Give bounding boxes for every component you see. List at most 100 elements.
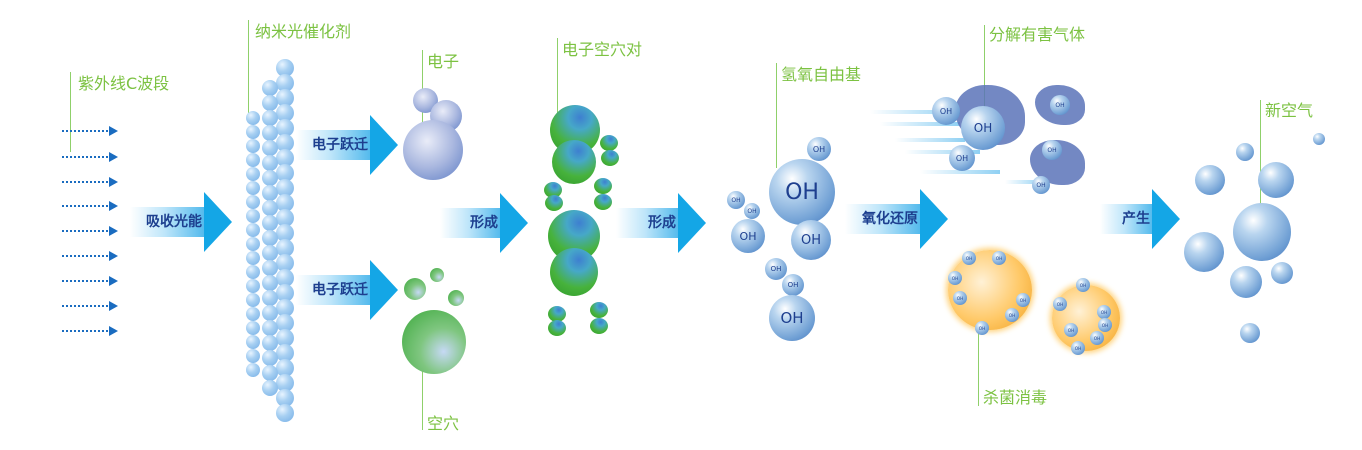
oh-radical-icon: OH [1050, 95, 1070, 115]
fresh-air-bubble [1258, 162, 1294, 198]
catalyst-particle [276, 299, 294, 317]
catalyst-particle [276, 149, 294, 167]
label-sterilize: 杀菌消毒 [983, 388, 1048, 407]
oh-text: OH [739, 229, 757, 243]
catalyst-particle [276, 119, 294, 137]
oh-text: OH [785, 179, 819, 205]
electron-hole-pair [548, 320, 566, 336]
arrow-label: 电子跃迁 [312, 282, 368, 298]
catalyst-particle [276, 389, 294, 407]
electron-particle [403, 120, 463, 180]
catalyst-particle [262, 275, 278, 291]
catalyst-particle [246, 209, 260, 223]
arrow-label: 氧化还原 [862, 211, 918, 227]
label-decompose: 分解有害气体 [989, 25, 1086, 44]
arrow-absorb: 吸收光能 [130, 192, 232, 252]
catalyst-particle [262, 260, 278, 276]
electron-hole-pair [590, 318, 608, 334]
oh-text: OH [1056, 301, 1064, 307]
uv-ray-icon [62, 226, 118, 236]
oh-text: OH [800, 232, 821, 248]
arrow-transition-bottom: 电子跃迁 [296, 260, 398, 320]
catalyst-particle [262, 305, 278, 321]
oh-radical-icon: OH [1071, 341, 1085, 355]
hole-particle [448, 290, 464, 306]
catalyst-particle [276, 374, 294, 392]
hole-particle [404, 278, 426, 300]
catalyst-particle [276, 209, 294, 227]
oh-radical-icon: OH [1005, 308, 1019, 322]
uv-ray-icon [62, 177, 118, 187]
oh-radical-icon: OH [727, 191, 745, 209]
oh-text: OH [995, 255, 1003, 261]
uv-ray-icon [62, 301, 118, 311]
fresh-air-bubble [1195, 165, 1225, 195]
oh-radical-icon: OH [782, 274, 804, 296]
electron-hole-pair [601, 150, 619, 166]
oh-text: OH [951, 275, 959, 281]
oh-text: OH [1093, 335, 1101, 341]
uv-ray-icon [62, 251, 118, 261]
uv-ray-icon [62, 276, 118, 286]
oh-radical-icon: OH [1064, 323, 1078, 337]
arrow-head-icon [370, 115, 398, 175]
catalyst-particle [276, 254, 294, 272]
catalyst-particle [276, 239, 294, 257]
arrow-label: 形成 [648, 215, 676, 231]
catalyst-particle [262, 155, 278, 171]
catalyst-particle [276, 89, 294, 107]
catalyst-particle [246, 223, 260, 237]
hole-particle [430, 268, 444, 282]
fresh-air-bubble [1230, 266, 1262, 298]
oh-text: OH [1008, 312, 1016, 318]
catalyst-particle [276, 404, 294, 422]
electron-hole-pair [548, 306, 566, 322]
catalyst-particle [276, 194, 294, 212]
catalyst-particle [262, 245, 278, 261]
fresh-air-bubble [1271, 262, 1293, 284]
oh-radical-icon: OH [953, 291, 967, 305]
catalyst-particle [262, 125, 278, 141]
catalyst-particle [262, 110, 278, 126]
leader-line [70, 72, 71, 152]
oh-radical-icon: OH [1098, 318, 1112, 332]
oh-radical-icon: OH [1090, 331, 1104, 345]
fresh-air-bubble [1240, 323, 1260, 343]
label-hole: 空穴 [427, 414, 460, 433]
arrow-head-icon [1152, 189, 1180, 249]
oh-text: OH [770, 265, 782, 273]
catalyst-particle [276, 104, 294, 122]
oh-text: OH [1067, 327, 1075, 333]
oh-text: OH [978, 325, 986, 331]
catalyst-particle [276, 224, 294, 242]
label-fresh-air: 新空气 [1265, 101, 1314, 120]
leader-line [978, 330, 979, 406]
oh-text: OH [1019, 297, 1027, 303]
catalyst-particle [262, 350, 278, 366]
leader-line [776, 63, 777, 168]
catalyst-particle [246, 195, 260, 209]
oh-radical-icon: OH [769, 295, 815, 341]
oh-text: OH [731, 196, 741, 204]
motion-streak [920, 170, 1000, 174]
leader-line [248, 20, 249, 118]
oh-radical-icon: OH [932, 97, 960, 125]
catalyst-particle [246, 279, 260, 293]
catalyst-particle [276, 269, 294, 287]
oh-text: OH [1047, 146, 1057, 154]
catalyst-particle [276, 329, 294, 347]
fresh-air-bubble [1236, 143, 1254, 161]
catalyst-particle [262, 215, 278, 231]
catalyst-particle [262, 335, 278, 351]
motion-streak [880, 122, 960, 126]
oh-text: OH [1079, 282, 1087, 288]
catalyst-particle [246, 307, 260, 321]
catalyst-particle [262, 200, 278, 216]
oh-radical-icon: OH [1016, 293, 1030, 307]
oh-text: OH [965, 255, 973, 261]
oh-radical-icon: OH [1053, 297, 1067, 311]
oh-radical-icon: OH [765, 258, 787, 280]
catalyst-particle [246, 293, 260, 307]
hole-particle [402, 310, 466, 374]
catalyst-particle [262, 185, 278, 201]
